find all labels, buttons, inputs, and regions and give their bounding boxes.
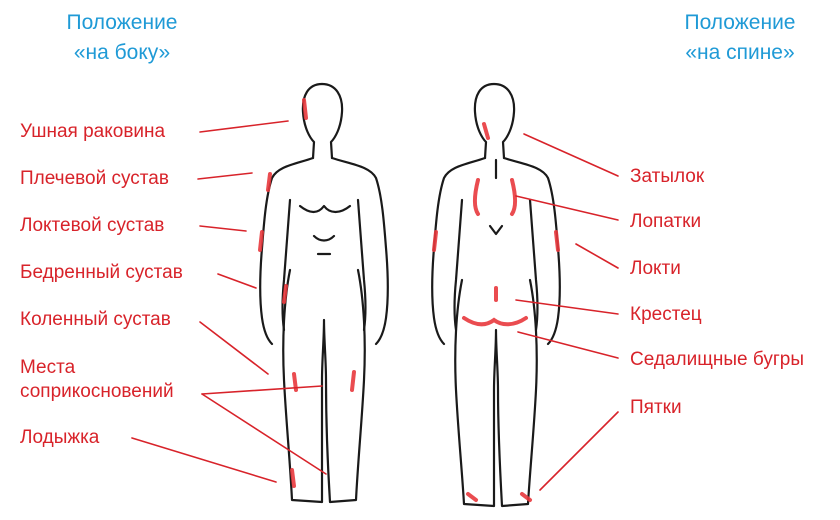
occiput-label: Затылок xyxy=(630,165,704,189)
front-shoulder-mark xyxy=(268,174,270,190)
front-head-outline xyxy=(303,84,322,158)
contact-points-label-line2: соприкосновений xyxy=(20,380,174,404)
sacrum-label: Крестец xyxy=(630,303,702,327)
front-body-figure xyxy=(260,84,388,502)
right-leader-lines xyxy=(516,134,618,490)
hip-joint-label: Бедренный сустав xyxy=(20,261,183,285)
elbows-label: Локти xyxy=(630,257,681,281)
front-ankle-mark xyxy=(292,470,294,486)
elbow-joint-label: Локтевой сустав xyxy=(20,214,164,238)
back-spine-lines xyxy=(490,160,502,234)
front-head-outline-right xyxy=(322,84,342,158)
front-elbow-mark xyxy=(260,232,262,250)
back-heel-left-mark xyxy=(468,494,476,500)
front-torso-right xyxy=(332,158,388,344)
back-legs-outline xyxy=(455,280,537,506)
back-body-figure xyxy=(432,84,560,506)
front-hip-mark xyxy=(284,286,286,302)
front-knee-mark-right xyxy=(352,372,354,390)
heels-leader xyxy=(540,412,618,490)
sacrum-leader xyxy=(516,300,618,314)
scapulae-label: Лопатки xyxy=(630,210,701,234)
front-belly-lines xyxy=(314,236,334,254)
hip-leader xyxy=(218,274,256,288)
ankle-label: Лодыжка xyxy=(20,426,99,450)
elbow-leader xyxy=(200,226,246,231)
knee-leader xyxy=(200,322,268,374)
back-head-outline xyxy=(475,84,514,158)
contact-leader-upper xyxy=(202,386,322,394)
ischial-tuberosities-label: Седалищные бугры xyxy=(630,348,804,372)
back-scapula-right-mark xyxy=(512,180,515,214)
shoulder-joint-label: Плечевой сустав xyxy=(20,167,169,191)
back-ischial-mark xyxy=(464,318,526,324)
back-elbow-left-mark xyxy=(434,232,436,250)
elbows-leader xyxy=(576,244,618,268)
back-scapula-left-mark xyxy=(475,180,478,214)
heels-label: Пятки xyxy=(630,396,682,420)
front-ear-mark xyxy=(304,100,306,118)
ischial-leader xyxy=(518,332,618,358)
ear-label: Ушная раковина xyxy=(20,120,165,144)
back-elbow-right-mark xyxy=(556,232,558,250)
contact-leader-lower xyxy=(202,394,326,474)
contact-points-label-line1: Места xyxy=(20,356,174,380)
shoulder-leader xyxy=(198,173,252,179)
back-occiput-mark xyxy=(484,124,488,138)
knee-joint-label: Коленный сустав xyxy=(20,308,171,332)
front-chest-lines xyxy=(300,206,350,212)
contact-points-label: Места соприкосновений xyxy=(20,356,174,404)
ear-leader xyxy=(200,121,288,132)
ankle-leader xyxy=(132,438,276,482)
